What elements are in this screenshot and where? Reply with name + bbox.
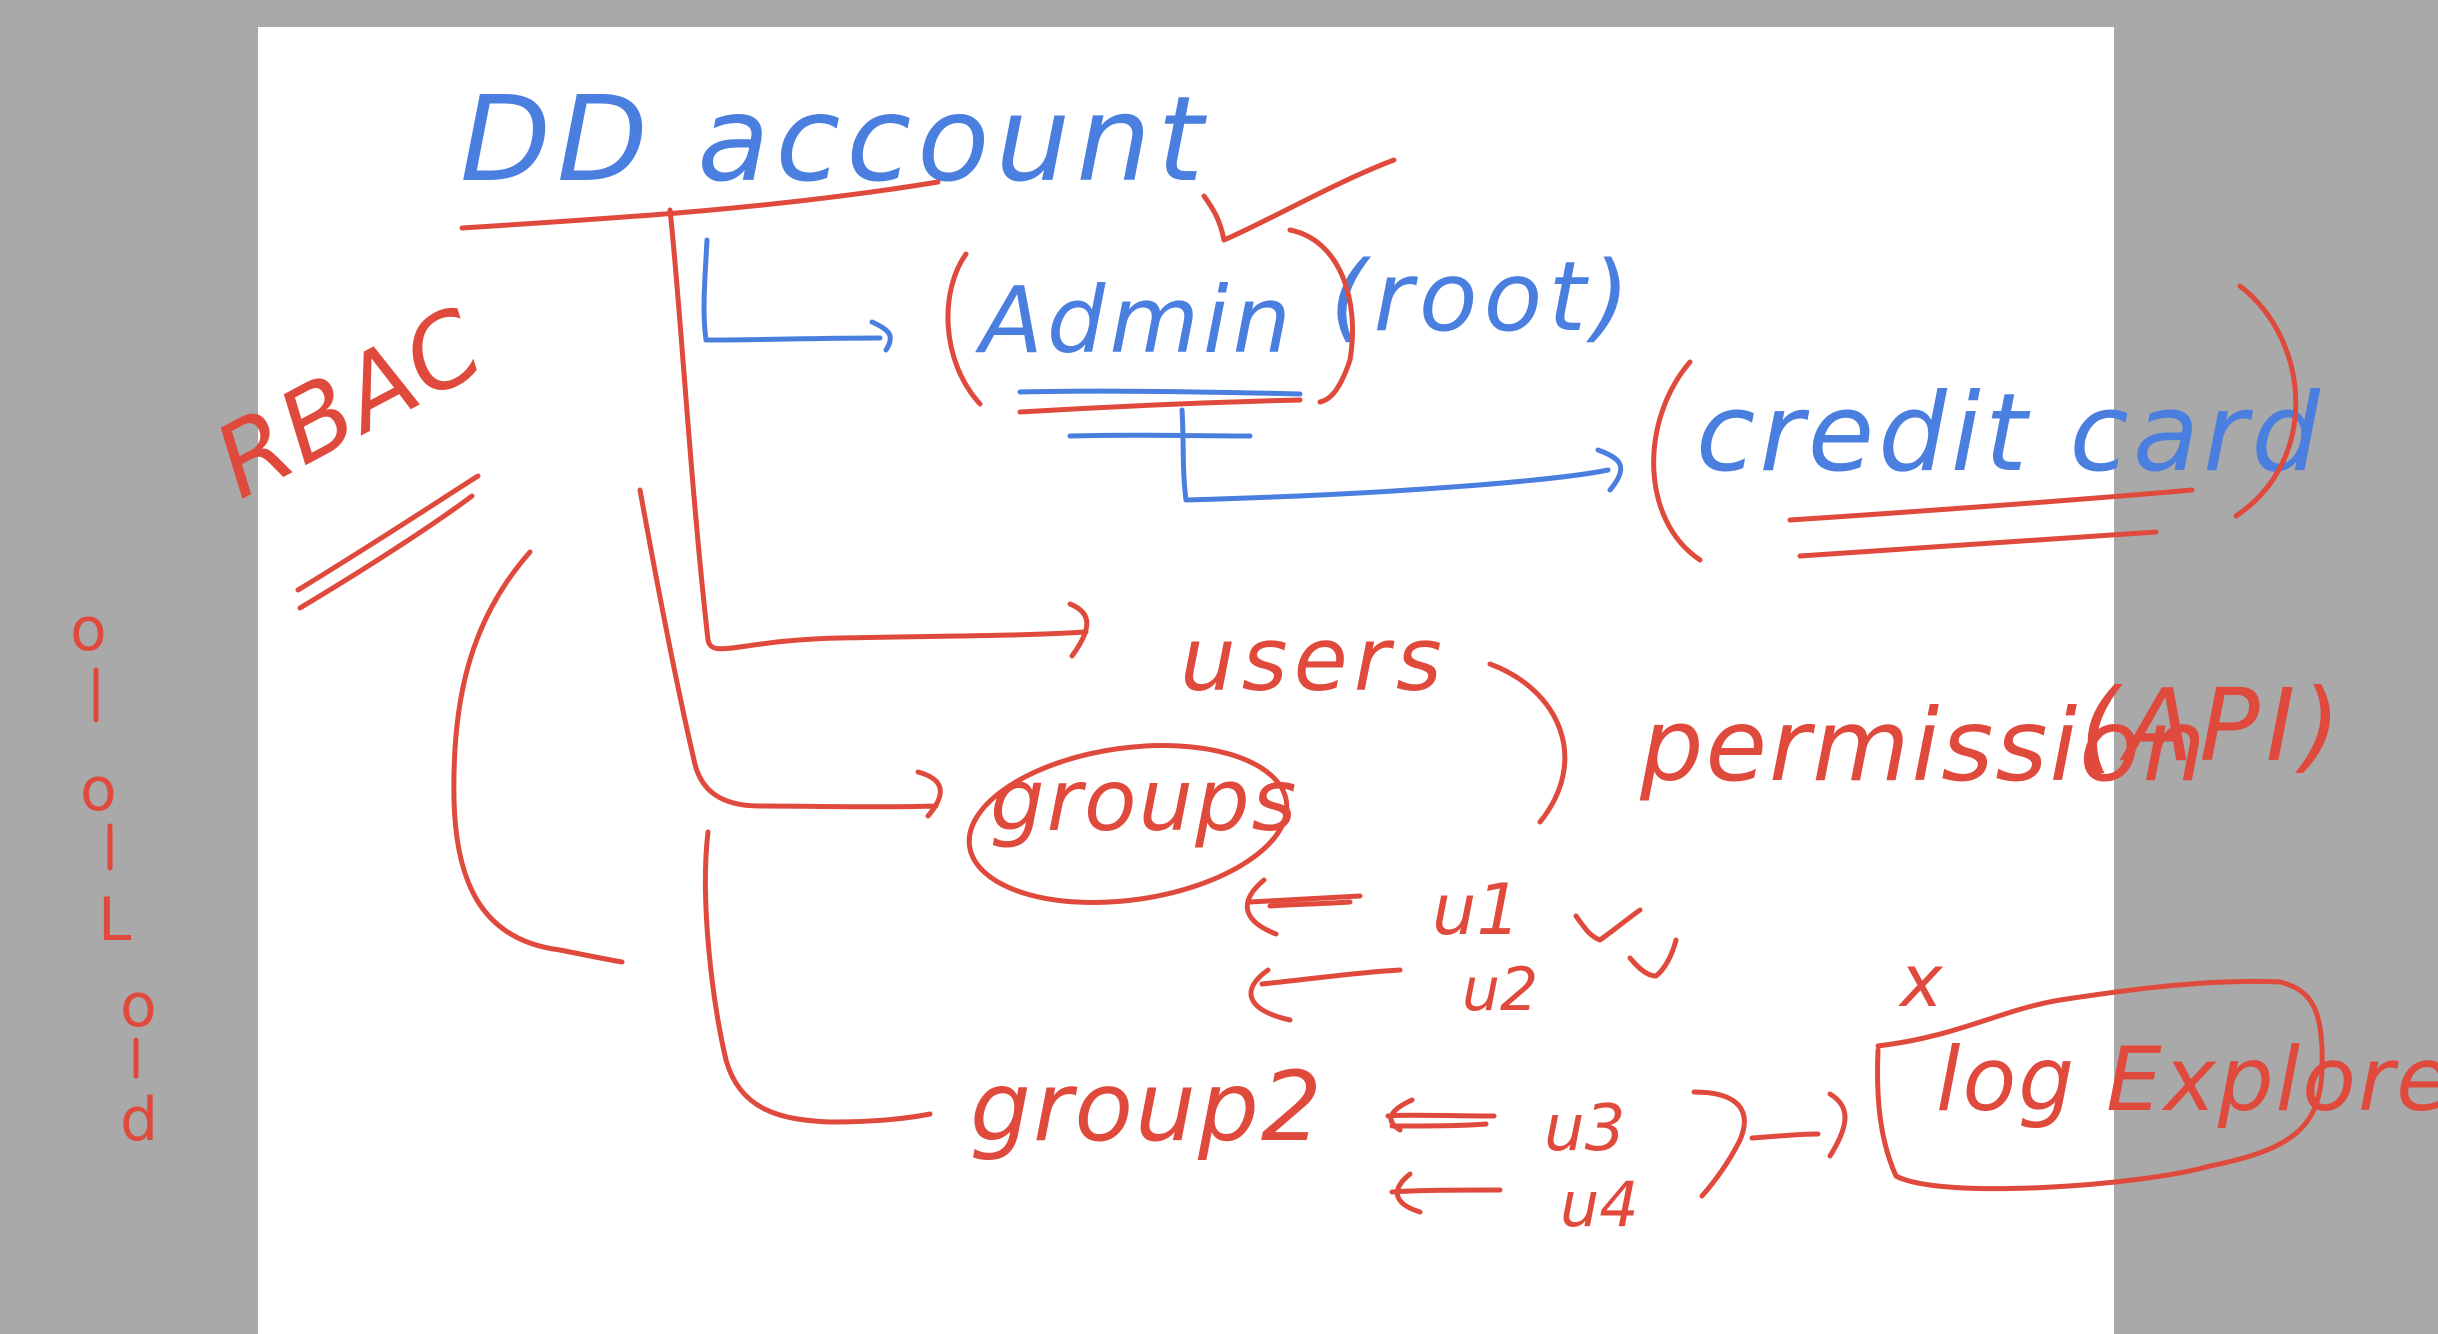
credit-card-left-paren xyxy=(1651,359,1703,563)
u3-u4-bracket-arrow xyxy=(1691,1089,1848,1199)
u1-check xyxy=(1573,907,1643,943)
credit-card-label: credit card xyxy=(1696,371,2324,496)
u3-label: u3 xyxy=(1544,1092,1625,1166)
users-right-paren xyxy=(1487,661,1568,825)
red-ink-group: users groups group2 RBAC xyxy=(70,157,2438,1241)
left-bracket xyxy=(451,549,625,965)
log-explorer-label: log Explore xyxy=(1936,1028,2438,1131)
title-underline xyxy=(459,179,941,231)
users-label: users xyxy=(1180,608,1448,711)
branch-to-groups xyxy=(637,487,943,819)
log-explorer-x-mark: x xyxy=(1898,939,1944,1023)
rbac-underline-1 xyxy=(295,473,481,593)
branch-to-credit-card xyxy=(1067,407,1624,503)
admin-underline-blue xyxy=(1017,388,1303,397)
admin-strike-circle xyxy=(1287,227,1355,405)
u2-label: u2 xyxy=(1462,955,1538,1025)
rbac-underline-2 xyxy=(297,493,475,611)
title-text: DD account xyxy=(460,70,1209,208)
groups-label: groups xyxy=(990,751,1298,851)
trunk-line xyxy=(667,207,1090,659)
u2-check xyxy=(1627,937,1679,979)
branch-to-group2 xyxy=(702,829,933,1125)
whiteboard-page xyxy=(258,27,2114,1334)
root-label: (root) xyxy=(1330,241,1635,353)
group2-label: group2 xyxy=(970,1051,1324,1163)
u1-label: u1 xyxy=(1432,869,1521,951)
branch-to-admin xyxy=(701,237,893,353)
groups-circle xyxy=(966,743,1290,905)
permission-label: permission xyxy=(1639,687,2208,804)
admin-underline-red xyxy=(1017,397,1303,415)
arrow-u3 xyxy=(1385,1097,1497,1133)
u4-label: u4 xyxy=(1560,1168,1639,1241)
log-explorer-box xyxy=(1875,978,2325,1192)
rbac-label: RBAC xyxy=(196,284,502,521)
api-label: (API) xyxy=(2080,667,2346,784)
side-letter-2: o xyxy=(80,755,117,825)
side-letter-5: d xyxy=(120,1085,158,1155)
admin-check-mark xyxy=(1201,157,1397,243)
blue-ink-group: DD account Admin (root) credit card xyxy=(460,70,2324,503)
credit-card-right-paren xyxy=(2233,283,2299,519)
credit-card-underline-1 xyxy=(1787,487,2195,523)
side-letter-1: o xyxy=(70,595,107,665)
arrow-u4 xyxy=(1389,1171,1503,1215)
side-letter-4: o xyxy=(120,971,157,1041)
arrow-u2 xyxy=(1248,967,1403,1023)
credit-card-underline-2 xyxy=(1797,529,2159,559)
arrow-u1 xyxy=(1244,877,1363,937)
admin-left-paren xyxy=(945,251,983,407)
side-letter-3: L xyxy=(98,885,132,955)
admin-label: Admin xyxy=(975,267,1295,374)
